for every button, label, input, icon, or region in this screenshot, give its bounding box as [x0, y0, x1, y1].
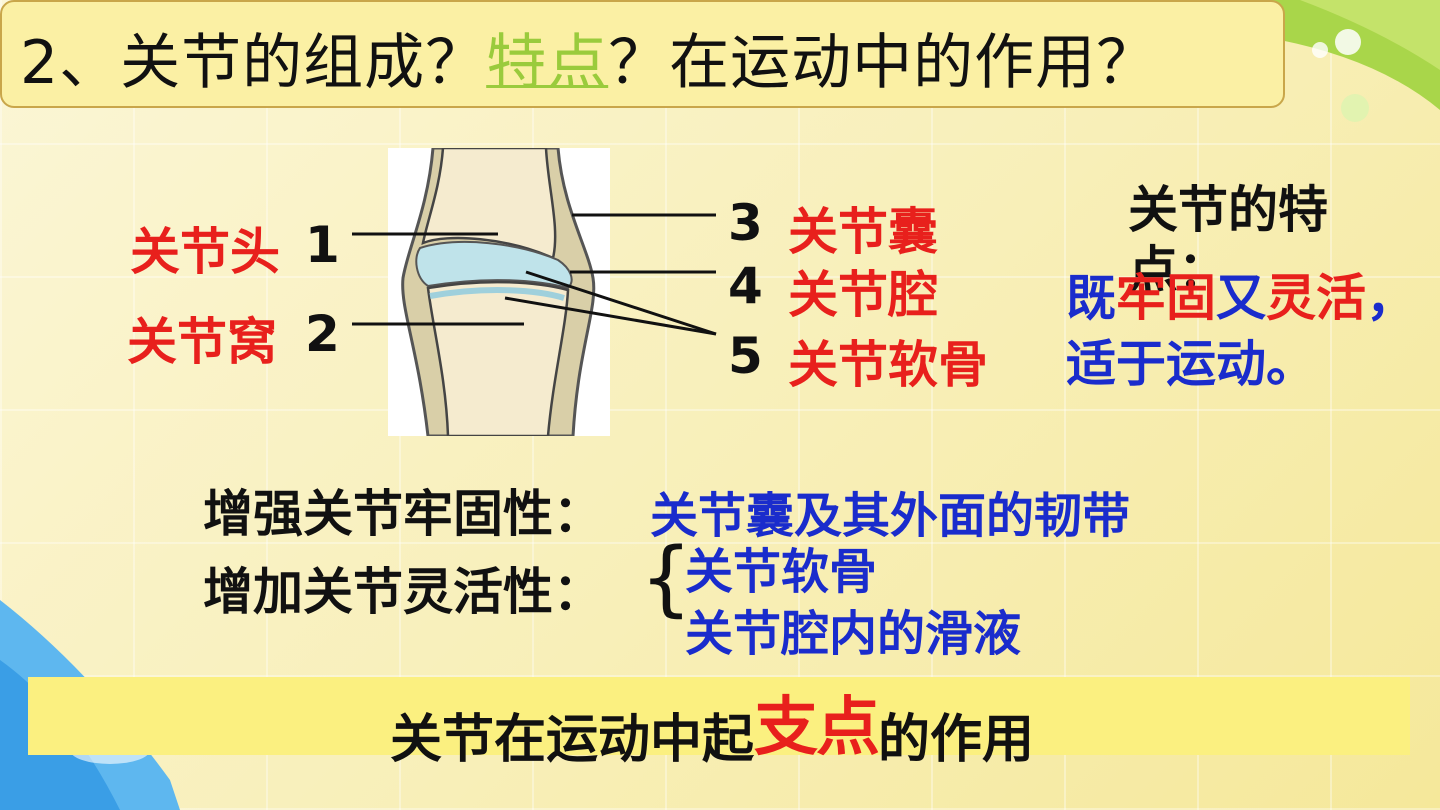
role-statement: 关节在运动中起支点的作用 — [390, 684, 1034, 776]
features-line-1: 既牢固又灵活， — [1066, 258, 1416, 330]
features-line-2: 适于运动。 — [1066, 335, 1316, 393]
page-title: 2、关节的组成？特点？在运动中的作用？ — [20, 14, 1157, 101]
features-ji: 既 — [1066, 269, 1116, 327]
features-you: 又 — [1216, 269, 1266, 327]
role-suffix: 的作用 — [878, 710, 1035, 770]
label-joint-socket: 关节窝 — [127, 313, 277, 371]
label-num-1: 1 — [305, 216, 340, 274]
label-num-5: 5 — [728, 327, 763, 385]
features-comma: ， — [1366, 269, 1416, 327]
label-joint-capsule: 关节囊 — [788, 203, 938, 261]
label-articular-cartilage: 关节软骨 — [788, 336, 988, 394]
label-num-3: 3 — [728, 194, 763, 252]
title-suffix: ？在运动中的作用？ — [608, 28, 1158, 98]
flexibility-label: 增加关节灵活性： — [203, 563, 603, 621]
flexibility-item-cartilage: 关节软骨 — [685, 544, 878, 600]
title-bar — [0, 0, 1285, 108]
role-band — [28, 677, 1410, 755]
title-prefix: 2、关节的组成？ — [20, 28, 487, 98]
stability-value: 关节囊及其外面的韧带 — [650, 488, 1131, 544]
role-highlight: 支点 — [754, 691, 880, 765]
label-joint-cavity: 关节腔 — [788, 266, 938, 324]
green-droplet-decoration-icon — [1260, 0, 1440, 122]
title-highlight: 特点 — [486, 28, 609, 98]
knee-joint-diagram — [388, 148, 610, 436]
features-flexible: 灵活 — [1266, 269, 1366, 327]
flexibility-item-synovial-fluid: 关节腔内的滑液 — [685, 606, 1022, 662]
curly-brace-icon: { — [640, 531, 693, 626]
role-prefix: 关节在运动中起 — [390, 710, 755, 770]
label-num-4: 4 — [728, 257, 763, 315]
stability-label: 增强关节牢固性： — [203, 485, 603, 543]
label-joint-head: 关节头 — [130, 223, 280, 281]
features-firm: 牢固 — [1116, 269, 1216, 327]
label-num-2: 2 — [305, 305, 340, 363]
features-heading: 关节的特点： — [1128, 181, 1328, 299]
